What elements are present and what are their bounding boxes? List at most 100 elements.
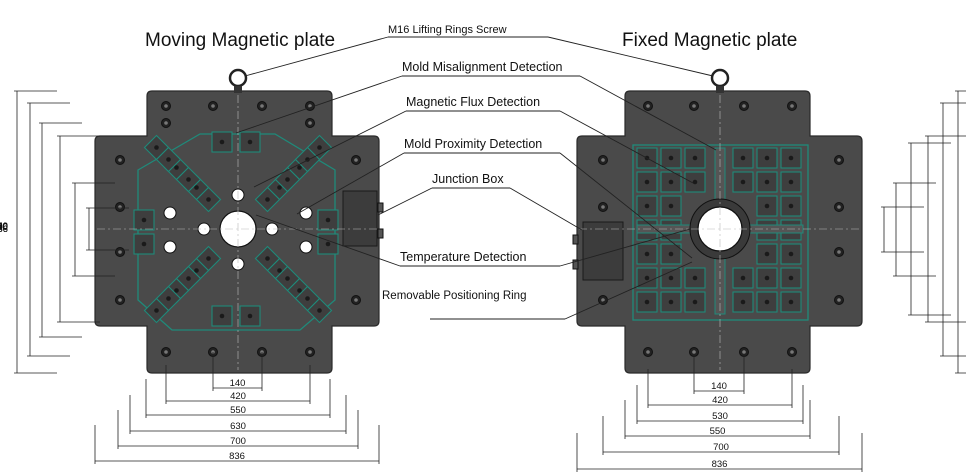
fixed-horizontal-dim: 530	[712, 411, 728, 422]
moving-vertical-dim: 836	[0, 224, 8, 235]
pole-bolt	[668, 251, 674, 257]
moving-horizontal-dim: 700	[230, 436, 246, 447]
pole-bolt	[186, 177, 191, 182]
pole-bolt	[305, 296, 310, 301]
pole-bolt	[644, 275, 650, 281]
pole-bolt	[644, 179, 650, 185]
pole-bolt	[154, 145, 159, 150]
pole-bolt	[325, 241, 331, 247]
pole-bolt	[692, 275, 698, 281]
fixed-vertical-dim: 530	[0, 221, 8, 232]
moving-bolt-center	[308, 350, 312, 354]
pole-bolt	[247, 139, 253, 145]
fixed-horizontal-dim: 550	[710, 426, 726, 437]
pole-bolt	[644, 203, 650, 209]
pole-bolt	[740, 299, 746, 305]
moving-bolt-center	[354, 298, 358, 302]
moving-vertical-dim: 600	[0, 222, 8, 233]
fixed-bolt-center	[837, 158, 841, 162]
pole-bolt	[668, 155, 674, 161]
moving-lifting-ring-icon	[228, 68, 248, 88]
pole-bolt	[788, 155, 794, 161]
fixed-bolt-center	[837, 298, 841, 302]
fixed-bolt-center	[790, 104, 794, 108]
fixed-bolt-center	[601, 158, 605, 162]
moving-side-hole	[299, 240, 313, 254]
pole-bolt	[788, 299, 794, 305]
pole-bolt	[644, 299, 650, 305]
fixed-junction-box	[582, 221, 624, 281]
pole-bolt	[154, 308, 159, 313]
fixed-vertical-dim: 420	[0, 222, 8, 233]
fixed-horizontal-dim: 140	[711, 381, 727, 392]
pole-bolt	[788, 251, 794, 257]
dimensions: 8367006005504201401404205506307008361404…	[0, 90, 966, 472]
pole-bolt	[668, 299, 674, 305]
moving-bolt-center	[118, 250, 122, 254]
callout-temperature: Temperature Detection	[400, 250, 527, 264]
fixed-bolt-center	[646, 350, 650, 354]
fixed-bolt-center	[692, 104, 696, 108]
pole-bolt	[692, 299, 698, 305]
pole-bolt	[788, 275, 794, 281]
moving-bolt-center	[164, 121, 168, 125]
moving-horizontal-dim: 140	[230, 378, 246, 389]
moving-bolt-center	[260, 104, 264, 108]
pole-bolt	[668, 275, 674, 281]
callout-misalignment: Mold Misalignment Detection	[402, 60, 563, 74]
moving-plate	[94, 68, 384, 374]
callouts: M16 Lifting Rings Screw Mold Misalignmen…	[235, 24, 717, 320]
moving-side-hole	[163, 240, 177, 254]
pole-bolt	[219, 313, 225, 319]
fixed-plate-title: Fixed Magnetic plate	[622, 30, 797, 51]
fixed-bolt-center	[742, 350, 746, 354]
fixed-horizontal-dim: 836	[712, 459, 728, 470]
pole-bolt	[194, 185, 199, 190]
moving-side-hole	[299, 206, 313, 220]
pole-bolt	[788, 179, 794, 185]
pole-bolt	[277, 185, 282, 190]
moving-side-hole	[163, 206, 177, 220]
moving-bolt-center	[164, 104, 168, 108]
pole-bolt	[764, 179, 770, 185]
moving-horizontal-dim: 630	[230, 421, 246, 432]
pole-bolt	[668, 203, 674, 209]
moving-vertical-dim: 420	[0, 222, 8, 233]
pole-bolt	[265, 197, 270, 202]
fixed-lifting-ring-icon	[710, 68, 730, 88]
pole-bolt	[285, 276, 290, 281]
fixed-lifting-ring-stem	[716, 86, 724, 93]
moving-vertical-dim: 140	[0, 221, 8, 232]
pole-bolt	[174, 288, 179, 293]
fixed-vertical-dim: 140	[0, 222, 8, 233]
pole-bolt	[265, 256, 270, 261]
fixed-bolt-center	[790, 350, 794, 354]
fixed-vertical-dim: 550	[0, 221, 8, 232]
pole-bolt	[668, 179, 674, 185]
junction-connector	[377, 228, 384, 239]
pole-bolt	[194, 268, 199, 273]
fixed-pole-field-outline	[632, 144, 809, 321]
pole-bolt	[317, 145, 322, 150]
pole-bolt	[644, 251, 650, 257]
pole-bolt	[166, 296, 171, 301]
pole-bolt	[764, 155, 770, 161]
pole-bolt	[186, 276, 191, 281]
callout-proximity: Mold Proximity Detection	[404, 137, 542, 151]
pole-bolt	[285, 177, 290, 182]
moving-horizontal-dim: 550	[230, 405, 246, 416]
pole-bolt	[740, 155, 746, 161]
pole-bolt	[692, 179, 698, 185]
fixed-bolt-center	[837, 205, 841, 209]
pole-bolt	[277, 268, 282, 273]
moving-vertical-dim: 550	[0, 221, 8, 232]
fixed-bolt-center	[692, 350, 696, 354]
callout-positioning: Removable Positioning Ring	[382, 290, 526, 302]
pole-bolt	[764, 251, 770, 257]
fixed-bolt-center	[601, 205, 605, 209]
moving-bolt-center	[118, 158, 122, 162]
fixed-horizontal-dim: 700	[713, 442, 729, 453]
junction-connector	[572, 259, 579, 270]
moving-horizontal-dim: 836	[229, 451, 245, 462]
